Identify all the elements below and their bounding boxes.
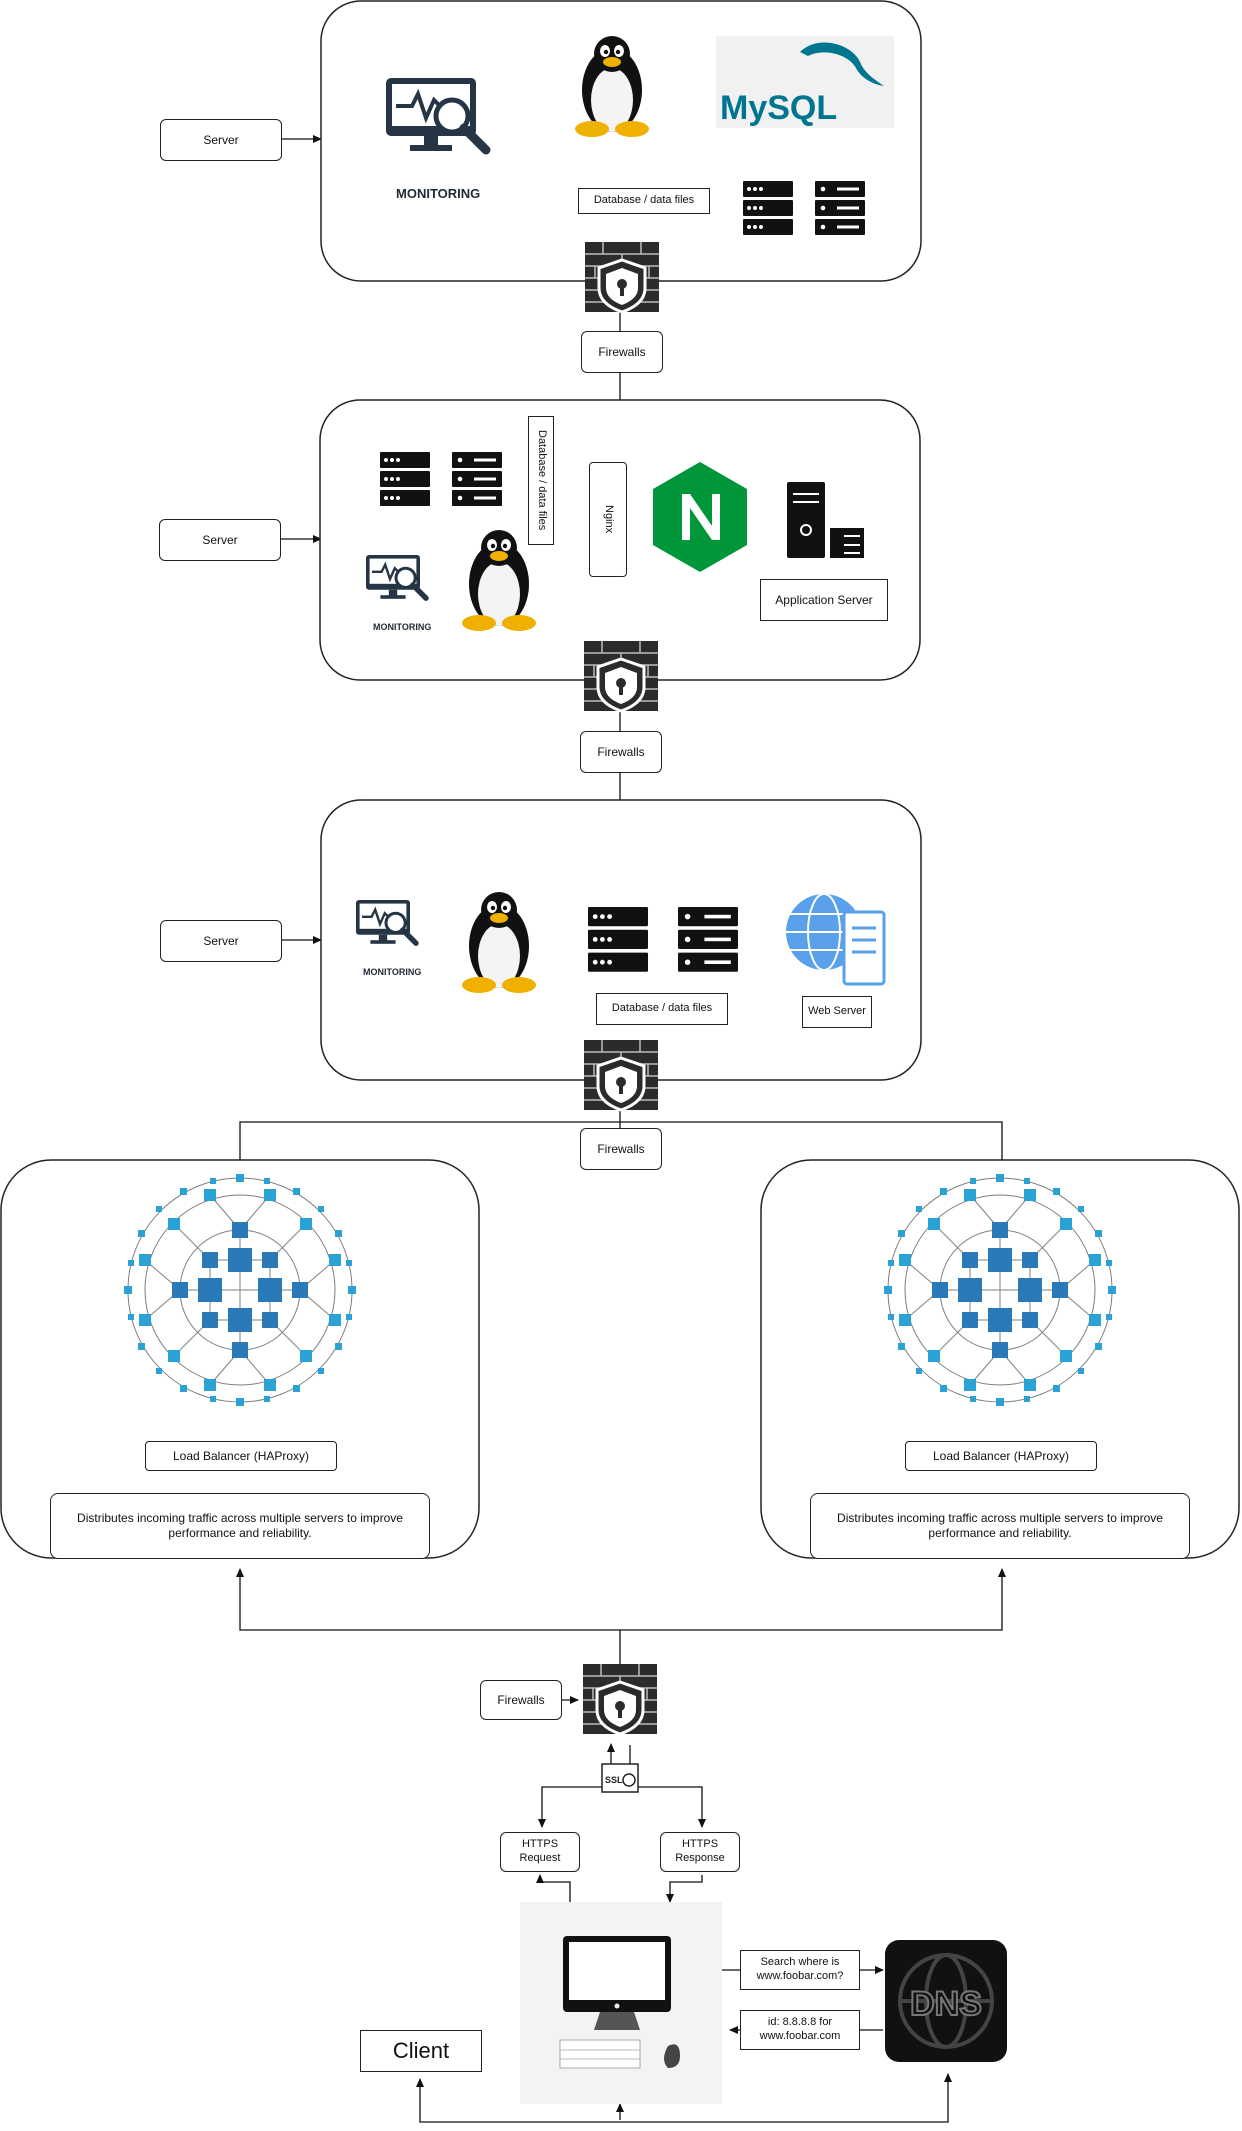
https-response-label: HTTPS Response [660,1832,740,1872]
client-label: Client [360,2030,482,2072]
database-label: Database / data files [596,993,728,1025]
firewalls-label: Firewalls [580,731,662,773]
load-balancer-description: Distributes incoming traffic across mult… [50,1493,430,1559]
database-server-icon [452,452,502,506]
database-label: Database / data files [528,416,554,545]
load-balancer-description: Distributes incoming traffic across mult… [810,1493,1190,1559]
firewall-icon [582,1038,660,1112]
load-balancer-label: Load Balancer (HAProxy) [145,1441,337,1471]
dns-answer-label: id: 8.8.8.8 for www.foobar.com [740,2010,860,2050]
database-label: Database / data files [578,188,710,214]
firewall-icon [583,240,661,314]
svg-text:DNS: DNS [910,1985,982,2023]
firewalls-label: Firewalls [580,1128,662,1170]
mysql-logo: MySQL [716,36,894,128]
database-server-icon [678,907,738,972]
server-label: Server [160,119,282,161]
https-request-label: HTTPS Request [500,1832,580,1872]
monitoring-caption: MONITORING [396,186,481,201]
svg-text:MySQL: MySQL [720,89,837,127]
ssl-certificate-icon: SSL [601,1763,639,1793]
database-server-icon [380,452,430,506]
firewalls-label: Firewalls [480,1680,562,1720]
database-server-icon [588,907,648,972]
firewalls-label: Firewalls [581,331,663,373]
nginx-logo-icon [653,462,747,572]
database-server-icon [743,181,793,235]
server-label: Server [159,519,281,561]
monitoring-caption: MONITORING [363,967,422,977]
client-computer-icon [520,1902,722,2104]
database-server-icon [815,181,865,235]
application-server-icon [787,482,864,558]
monitoring-caption: MONITORING [373,622,432,632]
dns-query-label: Search where is www.foobar.com? [740,1950,860,1990]
web-server-label: Web Server [802,996,872,1028]
firewall-icon [581,1662,659,1736]
nginx-label: Nginx [589,462,627,577]
svg-text:SSL: SSL [605,1775,623,1785]
application-server-label: Application Server [760,579,888,621]
dns-icon: DNS [885,1940,1007,2062]
web-server-icon [786,893,886,986]
load-balancer-label: Load Balancer (HAProxy) [905,1441,1097,1471]
firewall-icon [582,639,660,713]
server-label: Server [160,920,282,962]
